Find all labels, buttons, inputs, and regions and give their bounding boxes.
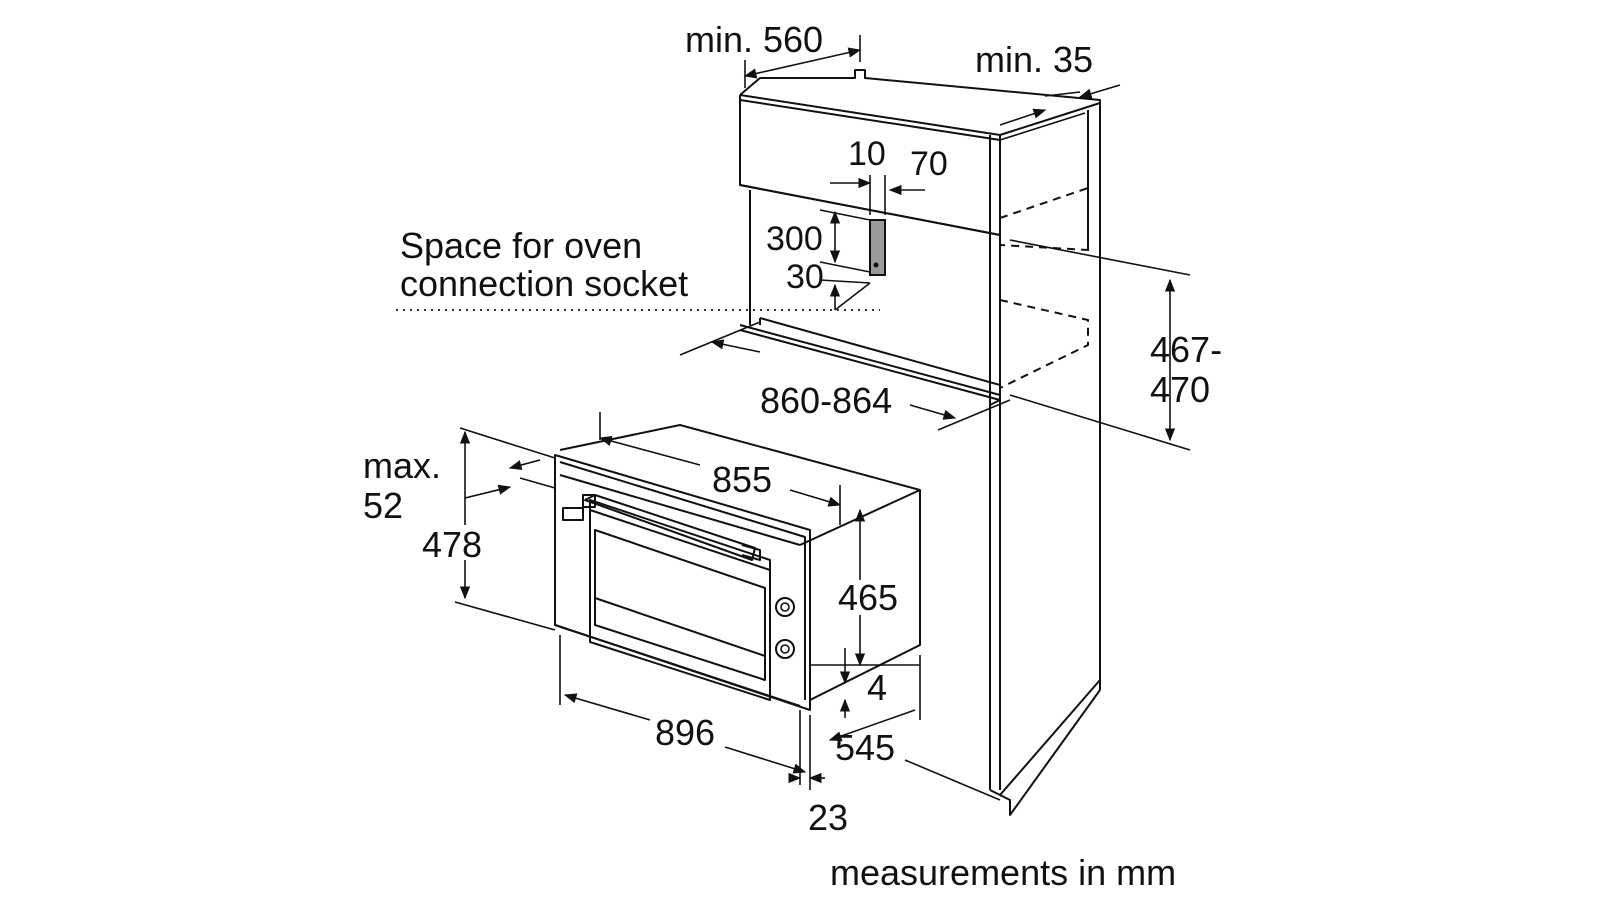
label-cabinet-width: min. 560 <box>685 19 823 60</box>
label-oven-front-width: 896 <box>655 712 715 753</box>
label-oven-front-height: 478 <box>422 524 482 565</box>
knob-lower <box>775 639 795 659</box>
label-socket-offset: 10 <box>848 135 886 173</box>
socket-box <box>869 219 886 276</box>
label-bottom-offset: 4 <box>867 667 887 708</box>
label-front-depth-line2: 52 <box>363 485 403 526</box>
label-niche-height-line1: 467- <box>1150 329 1222 370</box>
label-front-depth-line1: max. <box>363 445 441 486</box>
cabinet <box>739 69 1101 816</box>
socket-note-line1: Space for oven <box>400 225 642 266</box>
socket-note-line2: connection socket <box>400 263 688 304</box>
label-oven-body-height: 465 <box>838 577 898 618</box>
label-back-gap: min. 35 <box>975 39 1093 80</box>
label-oven-depth: 545 <box>835 727 895 768</box>
label-socket-bottom: 30 <box>786 258 824 296</box>
label-front-thickness: 23 <box>808 797 848 838</box>
label-socket-height: 300 <box>766 220 823 258</box>
oven <box>554 424 921 711</box>
label-niche-height-line2: 470 <box>1150 369 1210 410</box>
label-socket-width: 70 <box>910 145 948 183</box>
units-note: measurements in mm <box>830 852 1176 893</box>
label-oven-body-width: 855 <box>712 459 772 500</box>
knob-upper <box>775 597 795 617</box>
label-niche-width: 860-864 <box>760 380 892 421</box>
